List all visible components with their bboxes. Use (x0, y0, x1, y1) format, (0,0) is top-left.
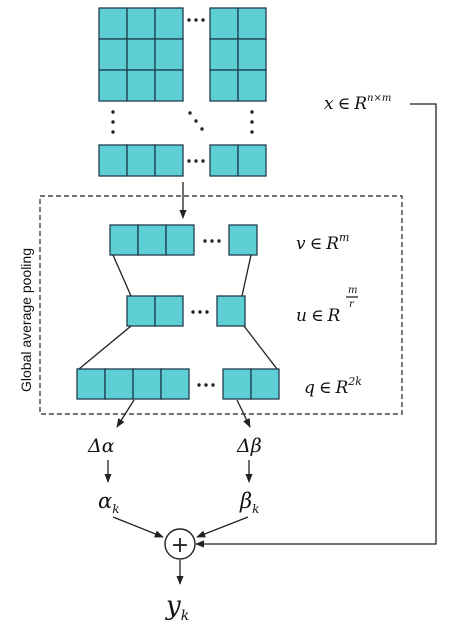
svg-text:r: r (349, 299, 355, 310)
input-label: x∈Rn×m (324, 93, 391, 114)
v-vector (109, 224, 258, 256)
alpha-to-sum-arrow (112, 516, 164, 538)
skip-connection (195, 103, 437, 548)
input-matrix (98, 7, 267, 177)
alpha-k-label: αk (98, 489, 119, 516)
q-label: q∈R2k (304, 375, 362, 398)
input-matrix-right-block (209, 7, 267, 102)
beta-k-label: βk (239, 489, 259, 516)
delta-alpha-label: Δα (87, 435, 115, 457)
input-matrix-v-ellipsis-right (250, 110, 254, 134)
output-label: yk (165, 591, 189, 624)
q-to-delta-beta-arrow (236, 399, 251, 428)
u-label: u∈R m r (296, 285, 358, 326)
input-matrix-diag-ellipsis (188, 111, 204, 131)
input-matrix-left-block (98, 7, 184, 102)
beta-to-sum-arrow (196, 516, 249, 538)
pooling-box (39, 195, 403, 415)
delta-beta-label: Δβ (236, 435, 262, 457)
q-to-delta-alpha-arrow (116, 399, 135, 428)
q-vector (76, 368, 280, 400)
pooling-label: Global average pooling (18, 248, 34, 392)
input-matrix-h-ellipsis-top (187, 18, 205, 22)
u-vector (126, 295, 246, 327)
input-matrix-bottom-row (98, 144, 267, 177)
v-u-connector-left (112, 254, 132, 297)
v-label: v∈Rm (296, 231, 349, 254)
u-q-connector-left (78, 325, 132, 370)
svg-text:u∈R: u∈R (296, 306, 341, 326)
u-q-connector-right (243, 325, 278, 370)
sum-node: + (164, 528, 196, 560)
svg-text:m: m (348, 285, 357, 296)
v-u-connector-right (241, 254, 252, 297)
input-matrix-v-ellipsis-left (111, 110, 115, 134)
sum-symbol: + (171, 533, 189, 558)
